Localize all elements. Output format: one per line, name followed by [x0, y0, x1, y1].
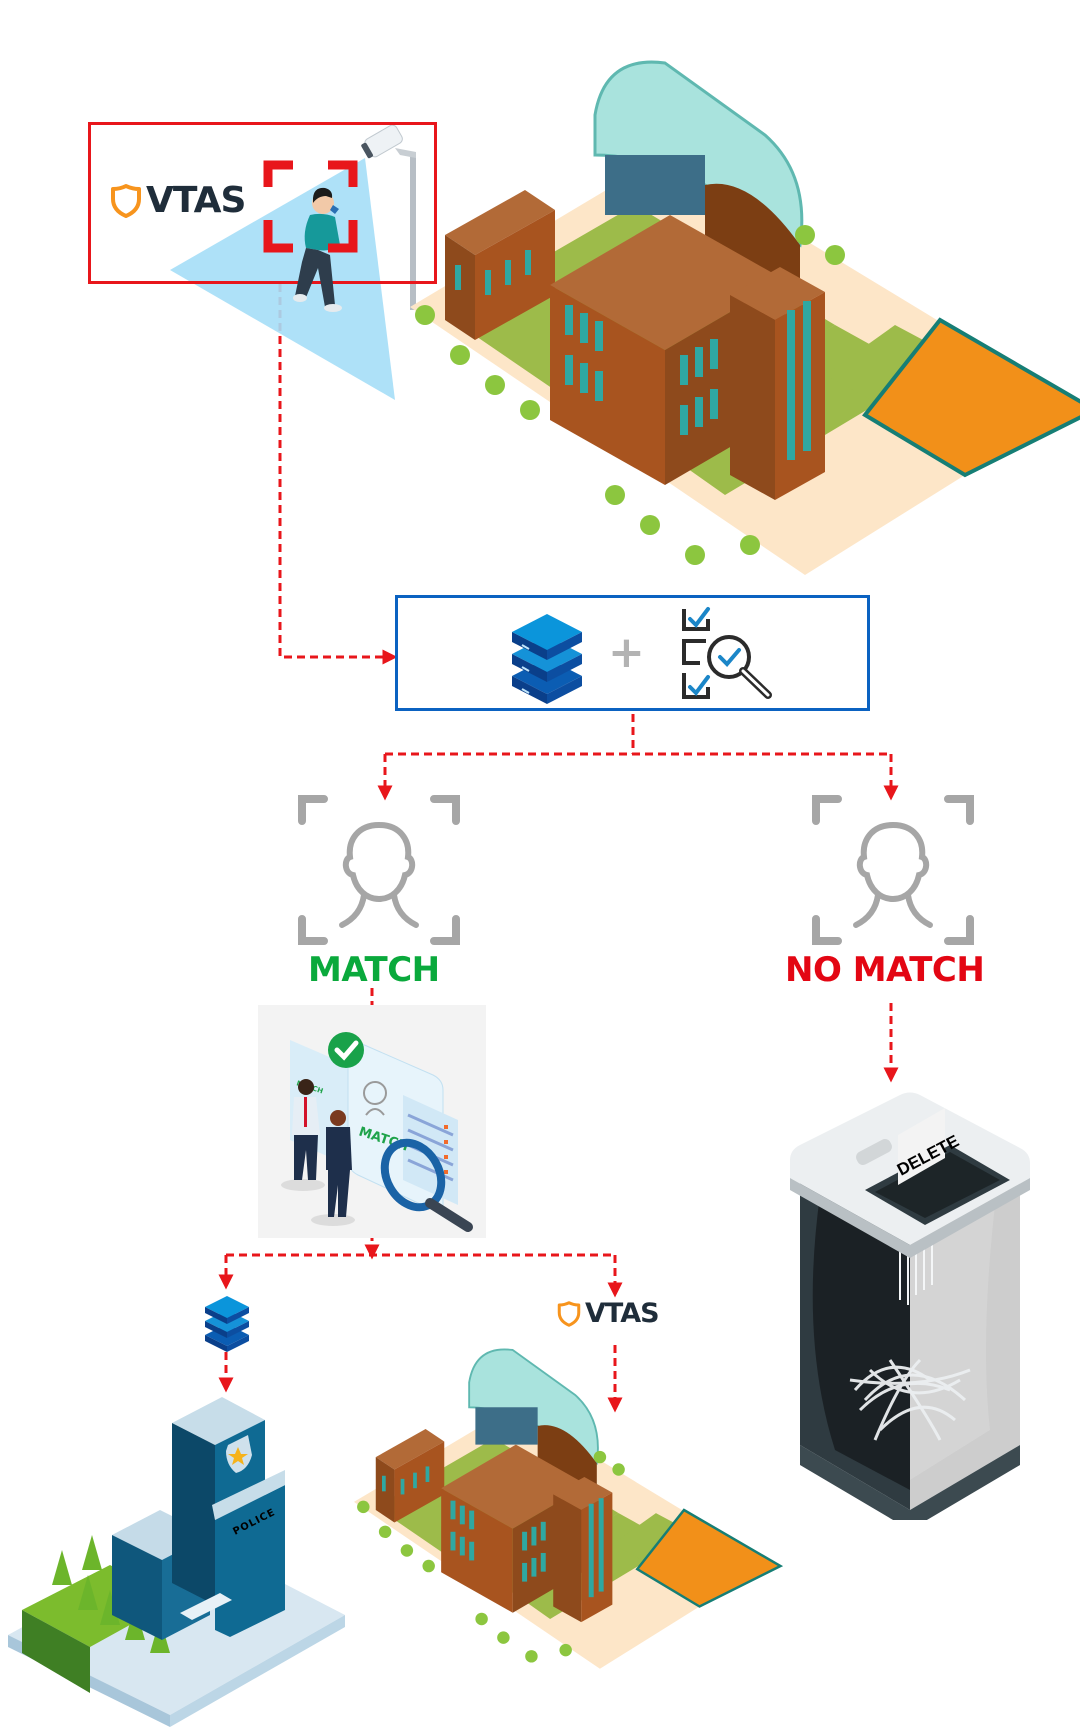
- vtas-logo-top: VTAS: [110, 180, 246, 221]
- match-review-icon: MATCH MATCH: [281, 1032, 473, 1232]
- police-database-icon: [205, 1296, 249, 1352]
- isometric-campus-icon: [353, 1348, 784, 1669]
- camera-cone: [170, 158, 395, 400]
- database-stack-icon: [512, 614, 582, 704]
- police-station-icon: POLICE: [8, 1397, 345, 1727]
- face-detection-frame-icon: [263, 160, 358, 253]
- plus-symbol: +: [608, 627, 645, 678]
- isometric-campus-icon: [410, 60, 1080, 575]
- capture-frame: [88, 122, 437, 284]
- cctv-camera-icon: [361, 124, 416, 310]
- arrow-capture-to-processing: [278, 284, 398, 665]
- match-label: MATCH: [308, 950, 440, 990]
- shield-icon: [557, 1300, 581, 1327]
- shredder-icon: DELETE: [790, 1092, 1030, 1520]
- campus-bottom-illustration: [353, 1348, 784, 1669]
- capture-section: VTAS: [0, 0, 450, 420]
- vtas-logo-text: VTAS: [585, 1298, 660, 1329]
- vtas-logo-text: VTAS: [146, 180, 246, 221]
- shield-icon: [111, 183, 141, 218]
- vtas-logo-bottom: VTAS: [557, 1298, 660, 1329]
- face-scan-icon-nomatch: [812, 795, 974, 945]
- face-scan-icon-match: [298, 795, 460, 945]
- walking-person-icon: [293, 187, 342, 312]
- checklist-search-icon: [682, 607, 772, 699]
- no-match-label: NO MATCH: [785, 950, 985, 990]
- campus-top-illustration: [410, 60, 1080, 575]
- processing-box: [395, 595, 870, 711]
